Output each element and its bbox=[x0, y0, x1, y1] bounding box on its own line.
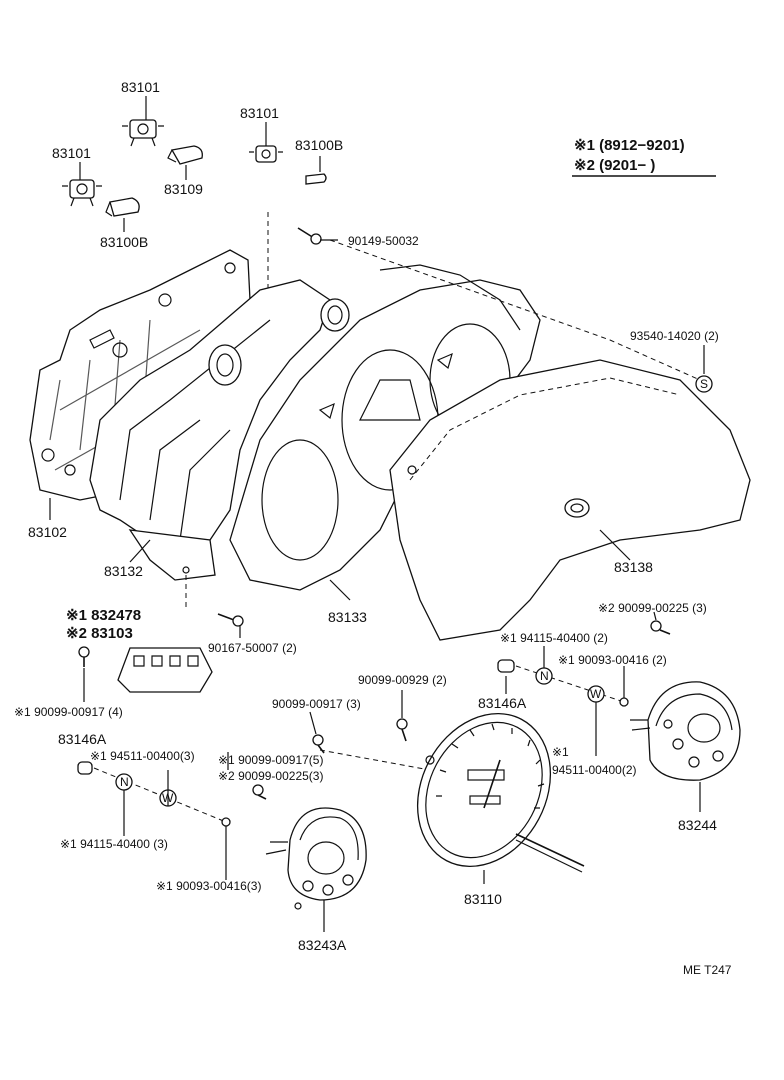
socket-icon bbox=[122, 119, 164, 147]
label-94511-b-mark: ※1 bbox=[552, 745, 569, 759]
label-90099-00917-c: ※1 90099-00917(5) bbox=[218, 753, 323, 767]
meter-glass bbox=[389, 359, 751, 641]
label-83101-a: 83101 bbox=[121, 79, 160, 95]
label-90093-b: ※1 90093-00416(3) bbox=[156, 879, 261, 893]
label-83109: 83109 bbox=[164, 181, 203, 197]
label-90099-00917-b: 90099-00917 (3) bbox=[272, 697, 361, 711]
marker-s: S bbox=[700, 377, 708, 391]
connector-plate bbox=[117, 647, 213, 693]
label-83110: 83110 bbox=[464, 891, 502, 907]
screw-icon bbox=[650, 620, 671, 635]
legend-line-2: ※2 (9201− ) bbox=[574, 157, 655, 174]
label-90093-a: ※1 90093-00416 (2) bbox=[558, 653, 667, 667]
label-83132: 83132 bbox=[104, 563, 143, 579]
bulb-sockets bbox=[62, 96, 327, 232]
marker-n-right: N bbox=[540, 669, 549, 683]
label-83146a-left: 83146A bbox=[58, 731, 107, 747]
label-83101-b: 83101 bbox=[52, 145, 91, 161]
label-83101-c: 83101 bbox=[240, 105, 279, 121]
bulb-holder-icon bbox=[497, 659, 515, 673]
label-83138: 83138 bbox=[614, 559, 653, 575]
fuel-temp-gauge bbox=[265, 807, 367, 910]
legend-line-1: ※1 (8912−9201) bbox=[574, 137, 685, 154]
label-83100b-b: 83100B bbox=[100, 234, 148, 250]
part-labels: 83101 83101 83101 83100B 83109 83100B 90… bbox=[14, 79, 732, 977]
tacho-gauge bbox=[630, 681, 741, 781]
label-83146a-right: 83146A bbox=[478, 695, 527, 711]
wedge-bulb-icon bbox=[305, 173, 327, 185]
screw-icon bbox=[78, 646, 90, 667]
label-94511-a: ※1 94511-00400(3) bbox=[90, 749, 195, 763]
washer-icon bbox=[221, 817, 231, 827]
label-90099-00225-b: ※2 90099-00225(3) bbox=[218, 769, 323, 783]
screw-icon bbox=[312, 734, 325, 754]
label-90099-00929: 90099-00929 (2) bbox=[358, 673, 447, 687]
bulb-holder-icon bbox=[77, 761, 93, 775]
label-90099-00225: ※2 90099-00225 (3) bbox=[598, 601, 707, 615]
case-housing bbox=[89, 279, 350, 581]
label-83243a: 83243A bbox=[298, 937, 347, 953]
speedometer bbox=[416, 712, 585, 873]
marker-w-right: W bbox=[590, 687, 602, 701]
label-832478-1: ※1 832478 bbox=[66, 607, 141, 624]
label-90149: 90149-50032 bbox=[348, 234, 419, 248]
socket-icon bbox=[249, 145, 283, 163]
label-90167: 90167-50007 (2) bbox=[208, 641, 297, 655]
label-83133: 83133 bbox=[328, 609, 367, 625]
screw-icon bbox=[217, 613, 244, 627]
bulb-icon bbox=[167, 145, 203, 165]
socket-icon bbox=[62, 179, 102, 207]
label-83100b-a: 83100B bbox=[295, 137, 343, 153]
label-94115-b: ※1 94115-40400 (3) bbox=[60, 837, 168, 851]
screw-icon bbox=[252, 784, 267, 800]
label-832478-2: ※2 83103 bbox=[66, 625, 133, 642]
wedge-bulb-icon bbox=[105, 197, 140, 217]
label-94115-a: ※1 94115-40400 (2) bbox=[500, 631, 608, 645]
label-83244: 83244 bbox=[678, 817, 717, 833]
washer-icon bbox=[619, 697, 629, 707]
label-93540: 93540-14020 (2) bbox=[630, 329, 719, 343]
marker-s-icon bbox=[695, 375, 713, 393]
label-90099-00917-a: ※1 90099-00917 (4) bbox=[14, 705, 123, 719]
legend: ※1 (8912−9201) ※2 (9201− ) bbox=[572, 137, 716, 177]
label-94511-b: 94511-00400(2) bbox=[552, 763, 637, 777]
marker-n-left: N bbox=[120, 775, 129, 789]
footer-code: ME T247 bbox=[683, 963, 732, 977]
screw-icon bbox=[396, 718, 408, 742]
label-83102: 83102 bbox=[28, 524, 67, 540]
screw-icon bbox=[297, 227, 322, 245]
